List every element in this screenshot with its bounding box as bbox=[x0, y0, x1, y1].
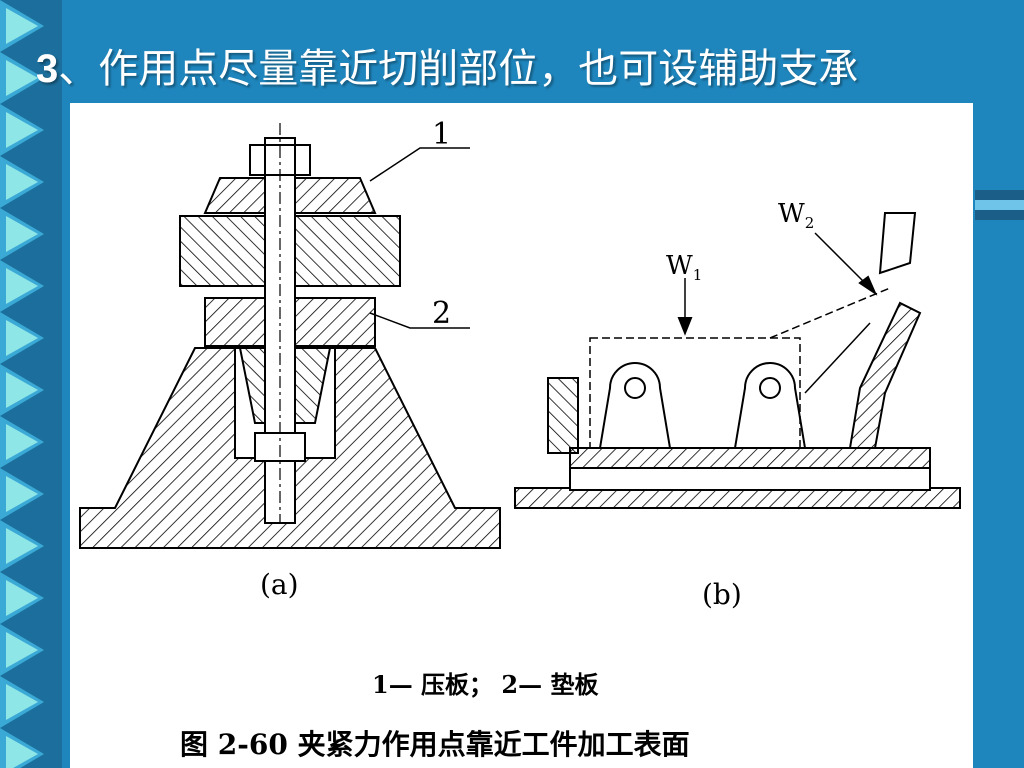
force-arrow-w2 bbox=[814, 232, 871, 289]
support-ear-left bbox=[598, 362, 672, 449]
strip-triangle-highlight bbox=[6, 580, 38, 616]
subfigure-b-label: (b) bbox=[702, 578, 742, 611]
strip-triangle-highlight bbox=[6, 60, 38, 96]
triangle-pattern-decor bbox=[0, 0, 44, 768]
force-w1-label: W1 bbox=[666, 251, 702, 284]
arm-head bbox=[878, 212, 917, 275]
right-decor-bar bbox=[975, 190, 1024, 220]
strip-triangle-highlight bbox=[6, 164, 38, 200]
left-locator bbox=[547, 377, 579, 454]
leader-1 bbox=[369, 147, 470, 182]
strip-triangle-highlight bbox=[6, 320, 38, 356]
strip-triangle-highlight bbox=[6, 216, 38, 252]
force-w2-letter: W bbox=[778, 199, 805, 229]
drawing-b bbox=[514, 212, 961, 509]
strip-triangle-highlight bbox=[6, 476, 38, 512]
clamp-arm bbox=[848, 301, 922, 449]
figure-caption: 图 2-60 夹紧力作用点靠近工件加工表面 bbox=[180, 728, 690, 761]
force-w2-label: W2 bbox=[778, 199, 814, 232]
strip-triangle-highlight bbox=[6, 736, 38, 768]
subfigure-a-label: (a) bbox=[260, 568, 299, 601]
force-w1-sub: 1 bbox=[692, 266, 703, 285]
title-number: 3 bbox=[36, 47, 59, 91]
callout-1-label: 1 bbox=[432, 117, 452, 152]
strip-triangle-highlight bbox=[6, 684, 38, 720]
support-ear-right bbox=[733, 362, 807, 449]
strip-triangle-highlight bbox=[6, 8, 38, 44]
callout-2-label: 2 bbox=[432, 296, 452, 331]
strip-triangle-highlight bbox=[6, 632, 38, 668]
strip-triangle-highlight bbox=[6, 112, 38, 148]
strip-triangle-highlight bbox=[6, 424, 38, 460]
slide-title: 3、作用点尽量靠近切削部位，也可设辅助支承 bbox=[36, 34, 996, 104]
workpiece-b bbox=[589, 337, 801, 449]
legend-text: 1— 压板； 2— 垫板 bbox=[372, 670, 599, 699]
leader-2 bbox=[369, 312, 470, 329]
figure-panel: 1 2 W1 W2 (a) (b) 1— 压板； 2— 垫板 图 2-60 夹紧… bbox=[70, 103, 973, 768]
force-w1-letter: W bbox=[666, 251, 693, 281]
strip-triangle-highlight bbox=[6, 268, 38, 304]
title-text: 、作用点尽量靠近切削部位，也可设辅助支承 bbox=[58, 46, 859, 92]
strip-triangle-highlight bbox=[6, 528, 38, 564]
strip-triangle-highlight bbox=[6, 372, 38, 408]
fixture-drawing bbox=[79, 123, 961, 549]
force-w2-sub: 2 bbox=[804, 214, 815, 233]
drawing-a bbox=[79, 123, 501, 549]
